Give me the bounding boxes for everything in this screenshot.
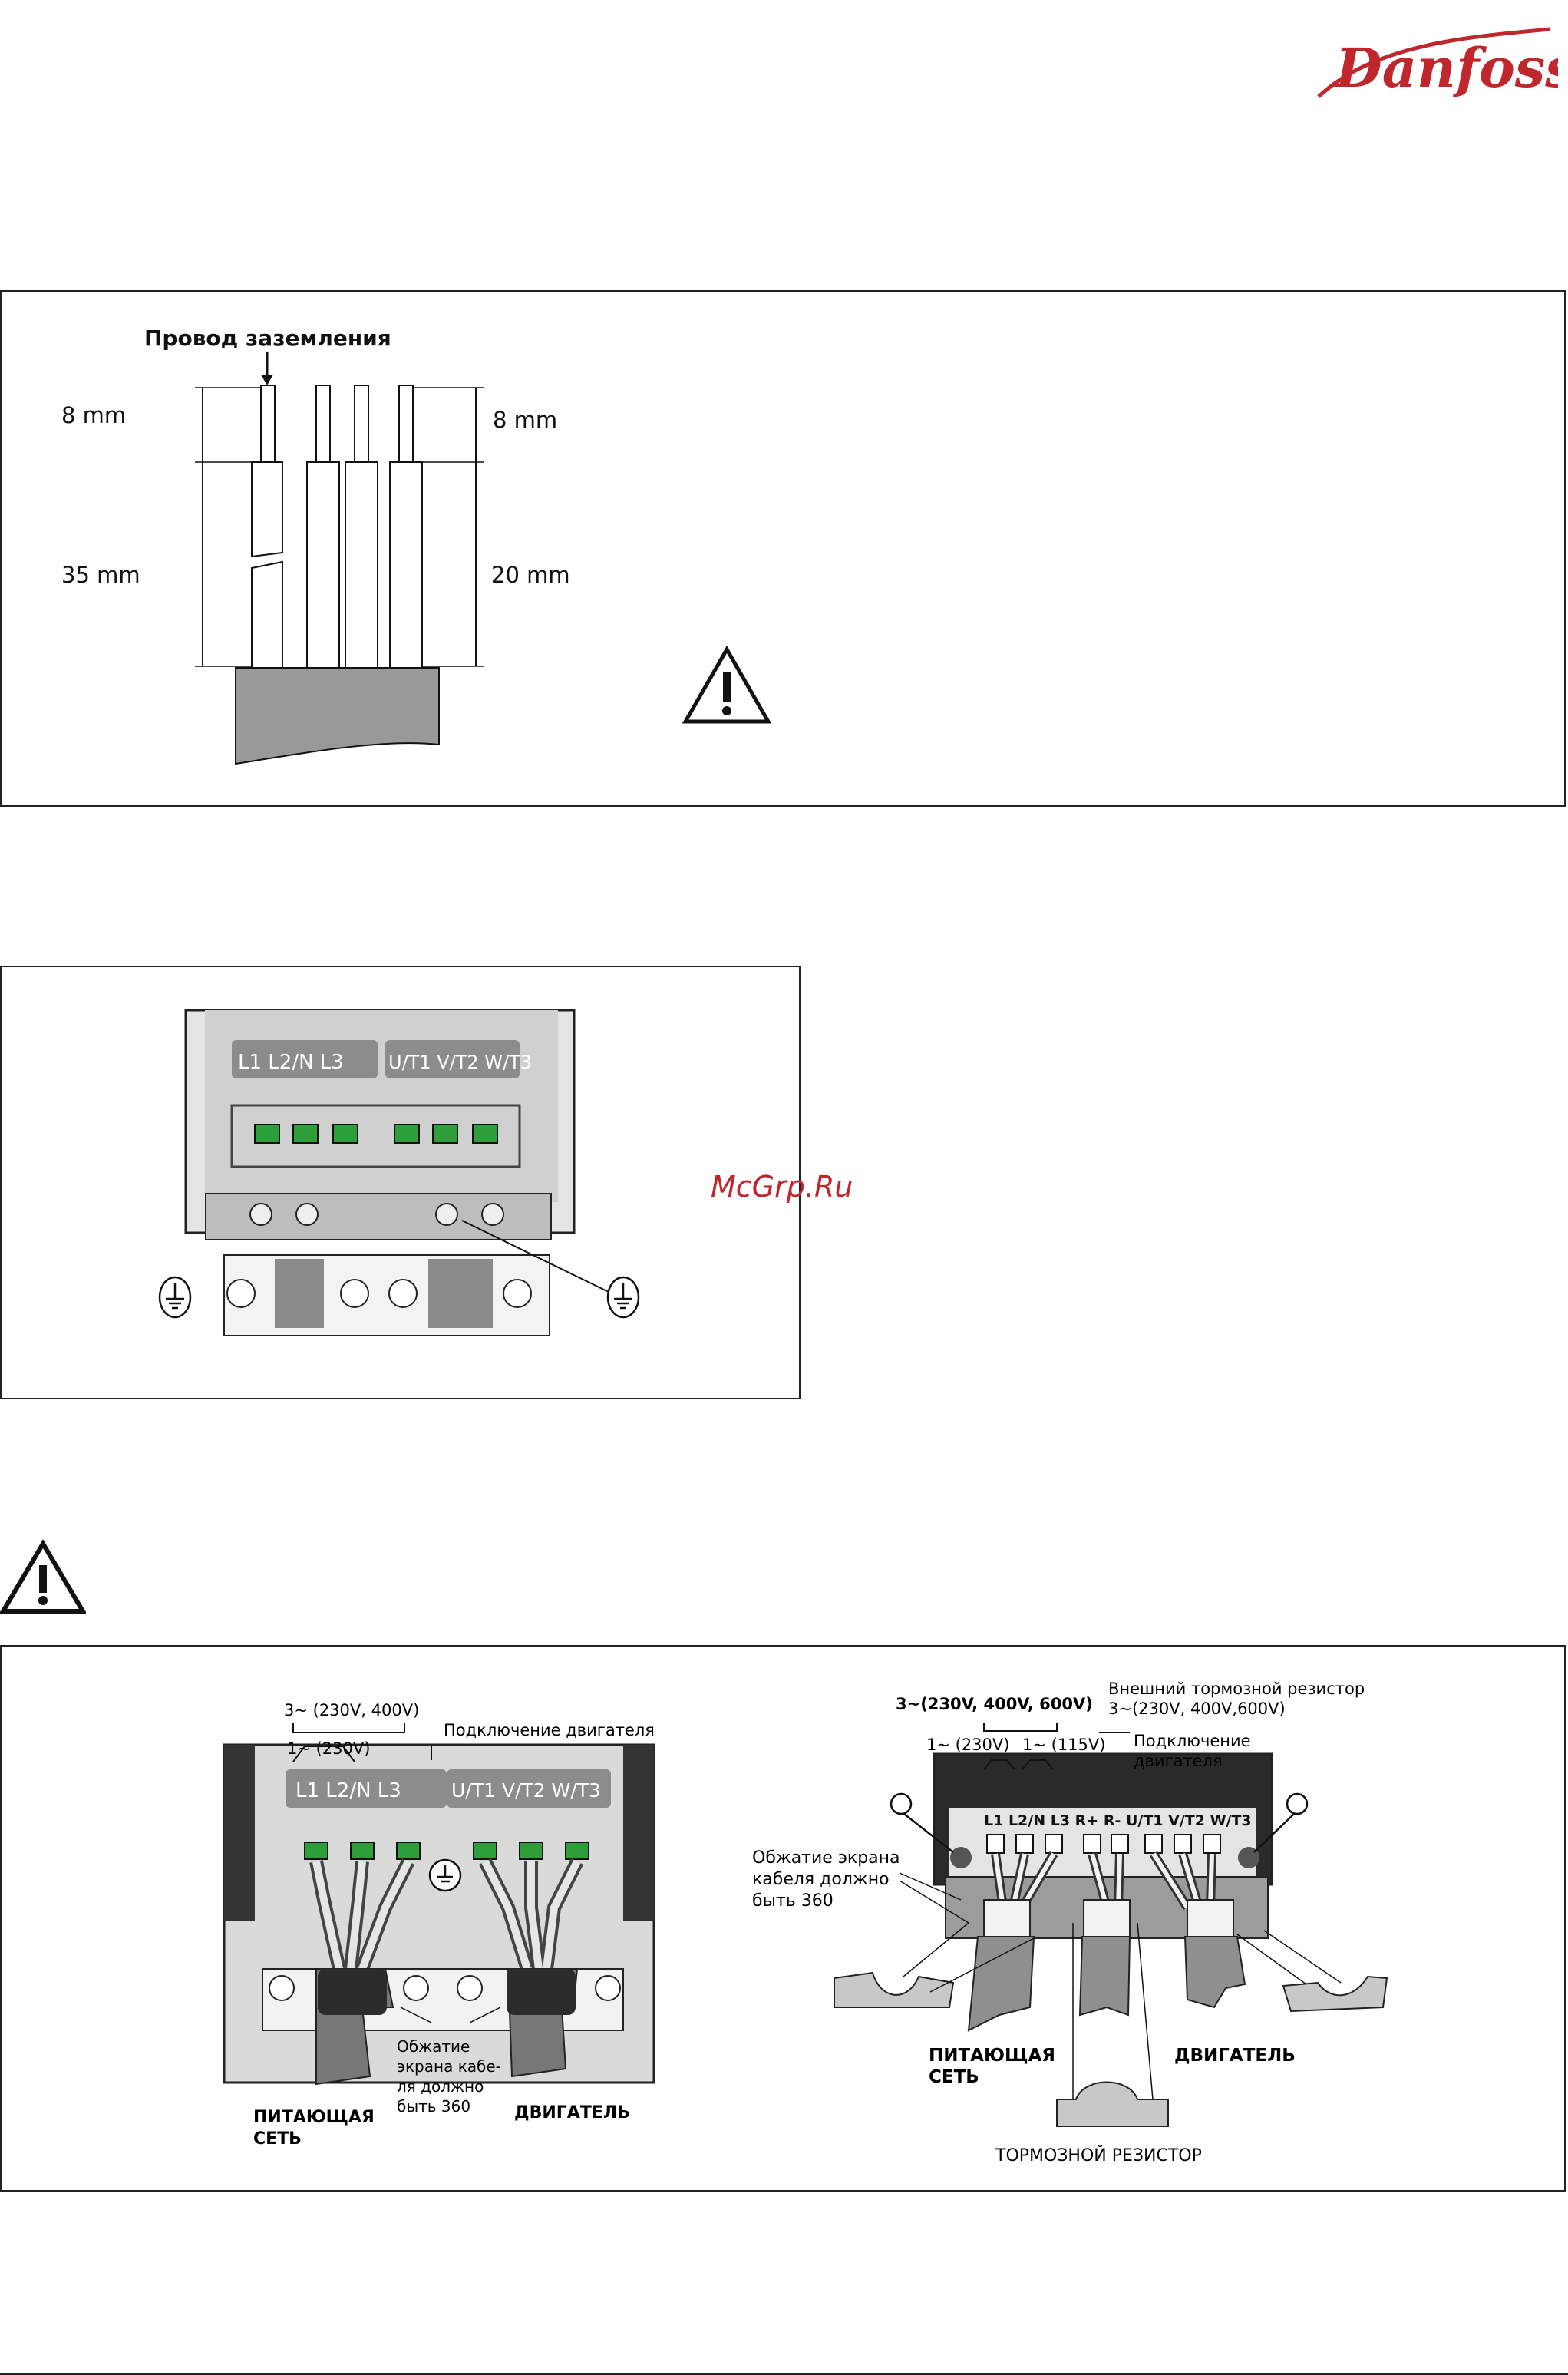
fig3l-supply-1ph: 1~ (230V) bbox=[287, 1739, 370, 1758]
fig3r-shield-2: кабеля должно bbox=[752, 1870, 890, 1889]
fig3r-motor-conn-1: Подключение bbox=[1134, 1732, 1251, 1750]
fig3r-supply-1ph-b: 1~ (115V) bbox=[1022, 1736, 1105, 1754]
fig3r-shield-3: быть 360 bbox=[752, 1891, 834, 1911]
fig3r-brake-ext-2: 3~(230V, 400V,600V) bbox=[1108, 1699, 1286, 1718]
fig3l-supply-3ph: 3~ (230V, 400V) bbox=[284, 1701, 419, 1719]
fig3r-mains-2: СЕТЬ bbox=[929, 2067, 979, 2087]
fig3r-motor-conn-2: двигателя bbox=[1134, 1752, 1223, 1770]
svg-text:Danfoss: Danfoss bbox=[1334, 36, 1558, 100]
fig3r-shield-1: Обжатие экрана bbox=[752, 1848, 900, 1868]
fig3l-mains-2: СЕТЬ bbox=[253, 2129, 302, 2149]
fig3r-motor: ДВИГАТЕЛЬ bbox=[1174, 2046, 1296, 2066]
fig3l-terminals-right: U/T1 V/T2 W/T3 bbox=[451, 1779, 601, 1802]
connection-diagrams: L1 L2/N L3 U/T1 V/T2 W/T3 bbox=[223, 1680, 1388, 2165]
warning-triangle-icon bbox=[682, 645, 772, 724]
wire-stripping-figure: Провод заземления 8 mm 35 mm 8 mm 20 mm bbox=[0, 290, 1566, 807]
cable-connection-figure: L1 L2/N L3 U/T1 V/T2 W/T3 bbox=[0, 1645, 1566, 2192]
dim-left-bottom: 35 mm bbox=[61, 562, 140, 588]
fig3r-brake-resistor: ТОРМОЗНОЙ РЕЗИСТОР bbox=[995, 2145, 1202, 2165]
fig3r-brake-ext-1: Внешний тормозной резистор bbox=[1108, 1680, 1365, 1698]
fig3l-shield-note-4: быть 360 bbox=[397, 2097, 470, 2116]
ground-wire-label: Провод заземления bbox=[144, 325, 391, 351]
terminal-block-drawing: L1 L2/N L3 U/T1 V/T2 W/T3 bbox=[158, 1009, 640, 1336]
fig3l-terminals-left: L1 L2/N L3 bbox=[295, 1779, 401, 1802]
terminal-labels-right: U/T1 V/T2 W/T3 bbox=[388, 1052, 532, 1073]
wire-drawing bbox=[195, 352, 484, 765]
fig3l-motor: ДВИГАТЕЛЬ bbox=[514, 2103, 630, 2122]
fig3l-mains-1: ПИТАЮЩАЯ bbox=[253, 2108, 375, 2127]
fig3l-shield-note-2: экрана кабе- bbox=[397, 2057, 501, 2076]
fig3l-motor-connection: Подключение двигателя bbox=[444, 1721, 655, 1739]
fig3r-supply-1ph-a: 1~ (230V) bbox=[926, 1736, 1009, 1754]
grounding-figure: L1 L2/N L3 U/T1 V/T2 W/T3 bbox=[0, 966, 801, 1399]
watermark: McGrp.Ru bbox=[711, 1170, 853, 1204]
fig3r-mains-1: ПИТАЮЩАЯ bbox=[929, 2046, 1055, 2066]
ground-icon-right bbox=[606, 1276, 640, 1319]
footer-rule bbox=[0, 2373, 1568, 2375]
ground-icon-left bbox=[158, 1276, 192, 1319]
dim-right-bottom: 20 mm bbox=[491, 562, 570, 588]
fig3r-supply-3ph: 3~(230V, 400V, 600V) bbox=[896, 1695, 1093, 1713]
fig3r-terminals: L1 L2/N L3 R+ R- U/T1 V/T2 W/T3 bbox=[984, 1812, 1252, 1829]
warning-triangle-icon bbox=[0, 1539, 86, 1614]
fig3l-shield-note-3: ля должно bbox=[397, 2077, 484, 2096]
danfoss-logo: Danfoss bbox=[1317, 27, 1558, 100]
dim-left-top: 8 mm bbox=[61, 402, 127, 428]
fig3l-shield-note-1: Обжатие bbox=[397, 2037, 470, 2056]
dim-right-top: 8 mm bbox=[493, 407, 558, 433]
terminal-labels-left: L1 L2/N L3 bbox=[238, 1051, 344, 1074]
